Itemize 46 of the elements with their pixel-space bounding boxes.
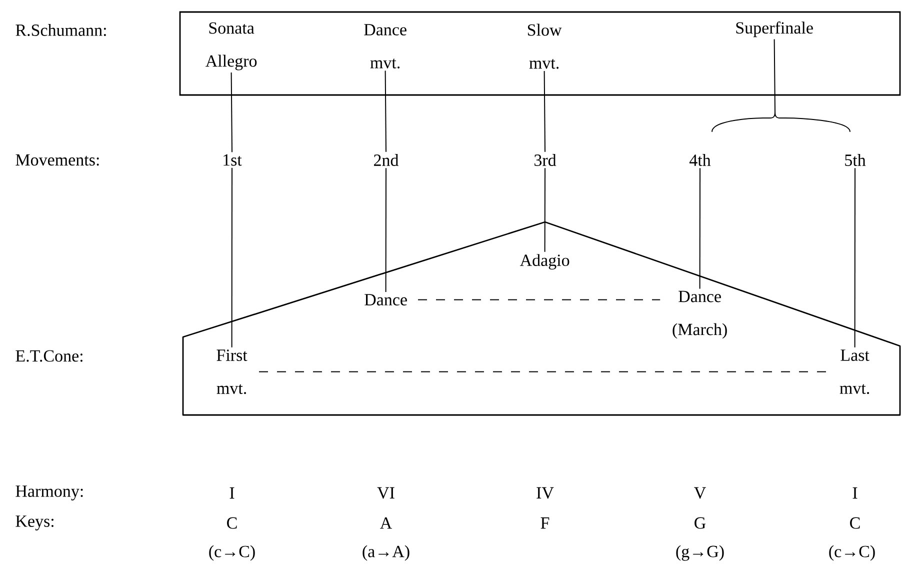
row-label: Harmony: xyxy=(16,486,83,500)
harmony-numeral: I xyxy=(230,487,234,499)
key-change: (a→A) xyxy=(362,545,410,561)
movement-label: First mvt. xyxy=(216,350,248,394)
row-label: Movements: xyxy=(16,154,99,166)
row-label: R.Schumann: xyxy=(16,24,106,36)
movement-number: 1st xyxy=(224,154,242,166)
dashed-line xyxy=(258,371,828,372)
connector-line xyxy=(544,70,546,152)
movement-label: Dance xyxy=(364,294,407,306)
harmony-numeral: IV xyxy=(536,487,554,499)
movement-label: Slow mvt. xyxy=(528,24,562,69)
connector-line xyxy=(544,168,546,252)
row-label: E.T.Cone: xyxy=(16,350,82,362)
frame-box xyxy=(179,11,901,96)
key-letter: F xyxy=(540,517,550,529)
connector-line xyxy=(230,72,232,153)
movement-label: Adagio xyxy=(520,254,570,270)
movement-label: Dance (March) xyxy=(672,290,727,339)
movement-label: Superfinale xyxy=(736,22,813,38)
connector-line xyxy=(384,70,386,152)
movement-label: Last mvt. xyxy=(840,350,870,394)
connector-line xyxy=(699,168,700,290)
movement-number: 4th xyxy=(689,154,711,166)
key-change: (c→C) xyxy=(829,545,875,561)
connector-line xyxy=(854,168,856,348)
key-letter: A xyxy=(380,517,392,529)
connector-line xyxy=(231,167,232,348)
row-label: Keys: xyxy=(16,516,54,530)
movement-label: Sonata Allegro xyxy=(206,22,257,70)
movement-label: Dance mvt. xyxy=(364,24,406,68)
harmony-numeral: V xyxy=(694,487,706,499)
key-change: (c→C) xyxy=(209,545,255,561)
movement-number: 5th xyxy=(845,154,866,166)
house-outline xyxy=(182,221,901,416)
dashed-line xyxy=(418,299,661,300)
harmony-numeral: I xyxy=(852,487,858,499)
key-change: (g→G) xyxy=(676,545,724,561)
harmony-numeral: VI xyxy=(377,487,394,499)
movement-number: 2nd xyxy=(374,154,399,166)
key-letter: G xyxy=(694,517,706,529)
connector-line xyxy=(385,168,386,292)
movement-number: 3rd xyxy=(534,154,556,166)
key-letter: C xyxy=(227,517,237,529)
brace-connector xyxy=(712,38,850,132)
key-letter: C xyxy=(850,517,860,529)
